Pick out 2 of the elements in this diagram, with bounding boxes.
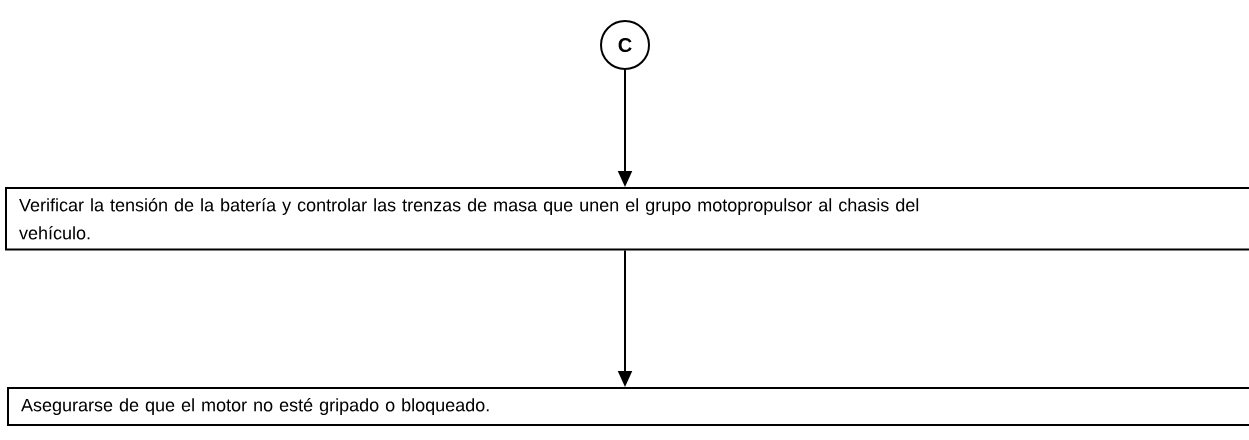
process-box: Asegurarse de que el motor no esté gripado o bloqueado. [7,387,1249,426]
process-box: Verificar la tensión de la batería y controlar las trenzas de masa que unen el grupo motopropulsor al chasis del vehículo. [5,187,1249,251]
